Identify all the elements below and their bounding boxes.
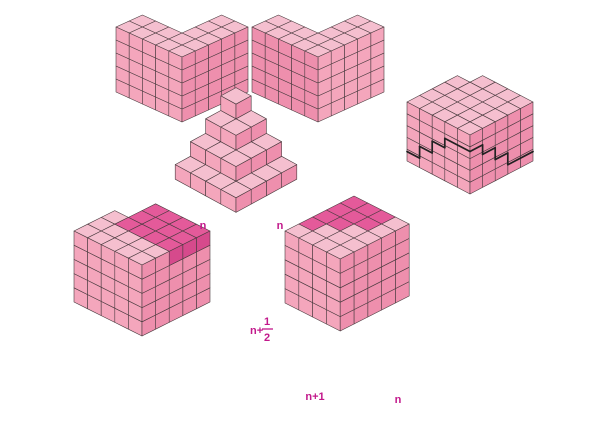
rectangular-box-with-highlight	[284, 195, 410, 332]
staircase-line	[406, 150, 421, 160]
cube-side-face	[235, 158, 252, 182]
box-width-label: n+1	[305, 391, 324, 403]
cube-corner-view-left	[115, 14, 249, 123]
cube-side-face	[469, 128, 483, 148]
cube-side-face	[235, 189, 252, 213]
box-height-label-numerator: 1	[264, 316, 270, 328]
cube-side-face	[235, 126, 252, 151]
cube-corner-view-right	[251, 14, 385, 123]
box-height-label-prefix: n+	[250, 325, 263, 337]
pyramid-left-label: n	[200, 220, 207, 232]
staircase-line	[506, 150, 534, 166]
cube-side-face	[304, 50, 319, 71]
cube-side-face	[339, 251, 355, 274]
staircase-line	[418, 145, 434, 154]
box-height-label-denominator: 2	[264, 332, 270, 344]
cube-side-face	[235, 95, 252, 120]
box-depth-label: n	[395, 394, 402, 406]
cube-side-face	[141, 257, 156, 280]
staircase-line	[469, 144, 484, 153]
stepped-pyramid	[174, 87, 298, 213]
staircase-line	[431, 140, 446, 149]
staircase-line	[481, 146, 497, 156]
assembled-cube-with-highlight	[73, 203, 211, 337]
pyramid-right-label: n	[277, 220, 284, 232]
staircase-line	[443, 137, 471, 153]
staircase-line	[494, 152, 509, 161]
cube-side-face	[181, 50, 196, 71]
staircase-cube	[406, 75, 534, 195]
